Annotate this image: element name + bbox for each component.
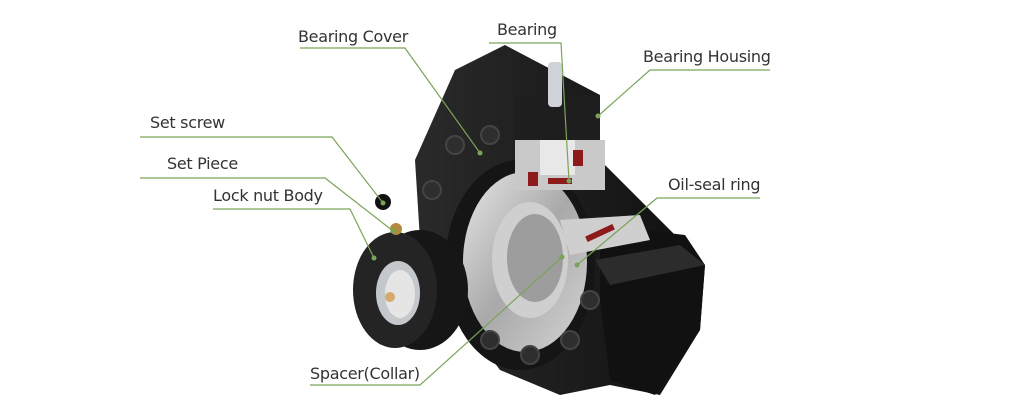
label-bearing-cover: Bearing Cover	[298, 27, 408, 46]
leader-oil-seal-ring	[576, 197, 760, 266]
leader-dots	[371, 113, 601, 268]
leader-lines	[140, 42, 770, 386]
label-set-screw: Set screw	[150, 113, 225, 132]
label-spacer-collar: Spacer(Collar)	[310, 364, 420, 383]
label-set-piece: Set Piece	[167, 154, 238, 173]
bearing-cutaway	[515, 62, 650, 255]
leader-lock-nut-body	[213, 208, 375, 259]
leader-bearing-cover	[300, 47, 481, 154]
label-bearing-housing: Bearing Housing	[643, 47, 771, 66]
leader-set-screw	[140, 136, 384, 204]
leader-bearing-housing	[597, 69, 770, 117]
bearing-cover-shape	[445, 160, 595, 370]
leader-set-piece	[140, 177, 394, 232]
lock-nut-shape	[353, 194, 468, 350]
leader-bearing	[489, 42, 570, 182]
label-oil-seal-ring: Oil-seal ring	[668, 175, 761, 194]
bolt-holes	[422, 125, 600, 365]
label-bearing: Bearing	[497, 20, 557, 39]
label-lock-nut-body: Lock nut Body	[213, 186, 323, 205]
leader-spacer	[310, 256, 563, 386]
